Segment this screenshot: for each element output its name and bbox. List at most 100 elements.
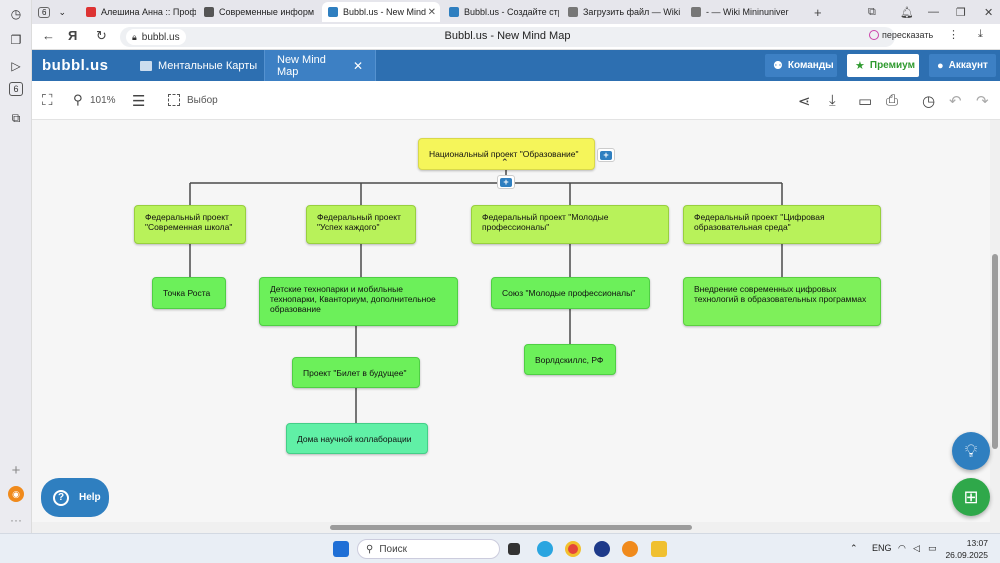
tab-favicon-icon — [86, 7, 96, 17]
tab-new-mind-map[interactable]: New Mind Map ✕ — [264, 50, 376, 81]
search-placeholder: Поиск — [379, 543, 408, 555]
tab-new-mind-map-label: New Mind Map — [277, 53, 326, 78]
node-fed-digital[interactable]: Федеральный проект "Цифровая образовател… — [683, 205, 881, 244]
tab-mind-maps-label: Ментальные Карты — [158, 59, 258, 72]
select-label[interactable]: Выбор — [187, 95, 218, 106]
page-title: Bubbl.us - New Mind Map — [444, 30, 571, 42]
retell-button[interactable]: пересказать — [869, 30, 933, 40]
tab-6[interactable]: - — Wiki Mininuniver — [685, 2, 803, 22]
plus-icon: + — [500, 177, 512, 187]
history-icon[interactable]: ◷ — [10, 7, 22, 21]
tray-chevron-icon[interactable]: ⌃ — [850, 543, 858, 553]
file-explorer-icon[interactable] — [651, 541, 667, 557]
account-button[interactable]: ● Аккаунт — [929, 54, 996, 77]
menu-icon[interactable]: ☰ — [132, 93, 146, 110]
task-view-icon[interactable] — [508, 543, 520, 555]
tab-4[interactable]: Bubbl.us - Создайте стр — [443, 2, 559, 22]
tab-counter-icon[interactable]: 6 — [9, 82, 23, 96]
screenshot-icon[interactable]: ⧉ — [11, 110, 21, 125]
add-sibling-button[interactable]: + — [597, 148, 615, 162]
tab-favicon-icon — [204, 7, 214, 17]
tab-mind-maps[interactable]: Ментальные Карты — [140, 50, 257, 81]
help-button[interactable]: ? Help — [41, 478, 109, 517]
add-node-button[interactable]: ⊞ — [952, 478, 990, 516]
taskbar-search[interactable]: ⚲ Поиск — [357, 539, 500, 559]
app-icon[interactable] — [622, 541, 638, 557]
horizontal-scrollbar[interactable] — [32, 522, 990, 533]
node-technoparks[interactable]: Детские технопарки и мобильные технопарк… — [259, 277, 458, 326]
menu-icon[interactable]: ⋮ — [948, 29, 959, 41]
clock-time: 13:07 — [966, 538, 988, 548]
language-indicator[interactable]: ENG — [872, 543, 892, 553]
tab-3-active[interactable]: Bubbl.us - New Mind ✕ — [322, 2, 440, 22]
collapse-icon[interactable]: ⌃ — [501, 157, 509, 167]
download-icon[interactable]: ⤓ — [978, 28, 983, 40]
zoom-icon[interactable]: ⚲ — [73, 92, 83, 107]
node-fed-success[interactable]: Федеральный проект "Успех каждого" — [306, 205, 416, 244]
add-child-button[interactable]: + — [497, 175, 515, 189]
tab-1[interactable]: Алешина Анна :: Проф — [80, 2, 196, 22]
tab-counter[interactable]: 6 ⌄ — [34, 2, 74, 22]
yandex-icon[interactable]: Я — [68, 28, 78, 43]
node-doma[interactable]: Дома научной коллаборации — [286, 423, 428, 454]
premium-button[interactable]: ★ Премиум — [847, 54, 919, 77]
window-close-icon[interactable]: ✕ — [984, 6, 994, 19]
premium-label: Премиум — [869, 60, 915, 71]
clock[interactable]: 13:07 26.09.2025 — [945, 537, 988, 561]
lightbulb-button[interactable]: 💡︎ — [952, 432, 990, 470]
back-arrow-icon[interactable]: ← — [42, 28, 55, 43]
url-bar[interactable]: 🔒︎ bubbl.us Bubbl.us - New Mind Map — [120, 27, 895, 47]
node-worldskills[interactable]: Ворлдскиллс, РФ — [524, 344, 616, 375]
teams-button[interactable]: ⚉ Команды — [765, 54, 837, 77]
undo-icon[interactable]: ↶ — [949, 93, 962, 110]
play-icon[interactable]: ▷ — [11, 59, 21, 73]
clock-date: 26.09.2025 — [945, 550, 988, 560]
url-chip[interactable]: 🔒︎ bubbl.us — [126, 29, 186, 45]
tab-label: Bubbl.us - New Mind — [343, 7, 427, 17]
minimize-icon[interactable]: — — [928, 6, 939, 18]
fit-screen-icon[interactable]: ⛶ — [42, 92, 53, 109]
copy-icon[interactable]: ⧉ — [868, 5, 876, 18]
retell-label: пересказать — [882, 30, 934, 40]
node-tochka-rosta[interactable]: Точка Роста — [152, 277, 226, 309]
node-fed-school[interactable]: Федеральный проект "Современная школа" — [134, 205, 246, 244]
node-fed-young-pro[interactable]: Федеральный проект "Молодые профессионал… — [471, 205, 669, 244]
history-icon[interactable]: ◷ — [922, 93, 936, 110]
collections-icon[interactable]: ❐ — [10, 33, 22, 47]
select-icon[interactable] — [168, 94, 180, 106]
scroll-thumb[interactable] — [330, 525, 692, 530]
node-digital-tech[interactable]: Внедрение современных цифровых технологи… — [683, 277, 881, 326]
tab-2[interactable]: Современные информ — [198, 2, 320, 22]
toolbar: ⛶ ⚲ 101% ☰ Выбор ⋖ ⤓ ▭ ⎙ ◷ ↶ ↷ — [32, 81, 1000, 120]
new-tab-button[interactable]: + — [814, 4, 822, 20]
download-icon[interactable]: ⤓ — [829, 92, 836, 109]
windows-start-icon[interactable] — [333, 541, 349, 557]
maximize-icon[interactable]: ❐ — [956, 6, 966, 19]
service-icon[interactable]: ◉ — [8, 486, 24, 502]
close-icon[interactable]: ✕ — [427, 6, 436, 18]
yandex-browser-icon[interactable] — [594, 541, 610, 557]
volume-icon[interactable]: ◁ — [913, 543, 920, 553]
add-icon[interactable]: + — [11, 461, 21, 479]
bell-icon[interactable]: 🔔︎ — [900, 6, 912, 19]
edge-icon[interactable] — [537, 541, 553, 557]
redo-icon[interactable]: ↷ — [976, 93, 989, 110]
chrome-icon[interactable] — [565, 541, 581, 557]
more-icon[interactable]: ··· — [10, 513, 22, 527]
vertical-scrollbar[interactable] — [990, 120, 1000, 533]
battery-icon[interactable]: ▭ — [928, 543, 937, 553]
wifi-icon[interactable]: ◠ — [898, 543, 906, 553]
present-icon[interactable]: ▭ — [858, 93, 873, 110]
node-bilet[interactable]: Проект "Билет в будущее" — [292, 357, 420, 388]
reload-icon[interactable]: ↻ — [96, 28, 107, 43]
node-soyuz[interactable]: Союз "Молодые профессионалы" — [491, 277, 650, 309]
tab-5[interactable]: Загрузить файл — Wiki — [562, 2, 682, 22]
print-icon[interactable]: ⎙ — [886, 92, 899, 109]
mindmap-canvas[interactable]: Национальный проект "Образование" ⌃ + + … — [32, 120, 990, 522]
node-root[interactable]: Национальный проект "Образование" — [418, 138, 595, 170]
tab-favicon-icon — [328, 7, 338, 17]
scroll-thumb[interactable] — [992, 254, 998, 449]
share-icon[interactable]: ⋖ — [798, 93, 811, 110]
close-icon[interactable]: ✕ — [352, 58, 363, 73]
logo[interactable]: bubbl.us — [42, 57, 109, 74]
